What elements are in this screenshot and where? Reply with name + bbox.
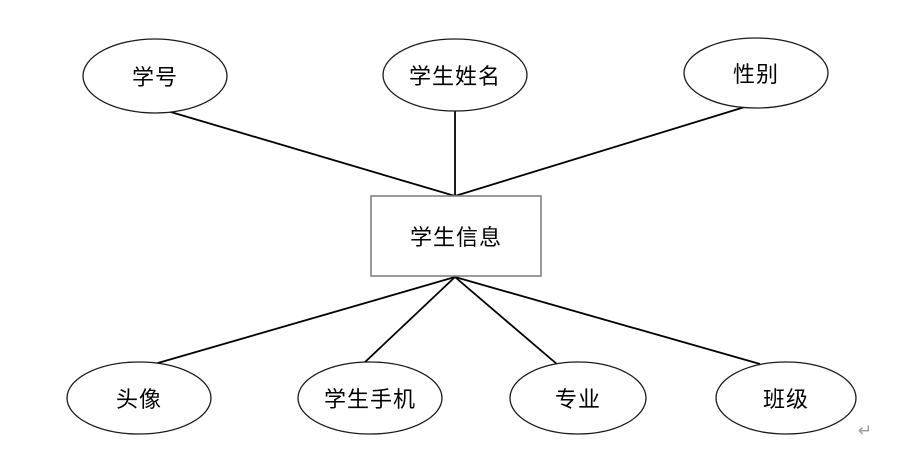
connector-line-xuehao [163, 109, 456, 197]
connector-line-banji [454, 276, 761, 365]
connector-line-zhuanye [454, 276, 559, 366]
attribute-ellipse-xuehao[interactable] [82, 38, 228, 114]
attribute-ellipse-banji[interactable] [715, 361, 857, 435]
entity-rect-xueshengxinxi[interactable] [370, 195, 542, 277]
connector-line-xueshengshouji [363, 276, 456, 364]
connector-group-bottom [150, 276, 761, 366]
connector-group-top [163, 105, 749, 197]
paragraph-return-icon: ↵ [858, 421, 873, 441]
attribute-ellipse-xueshengxingming[interactable] [382, 38, 528, 112]
connector-line-touxiang [150, 276, 456, 366]
attribute-ellipse-xueshengshouji[interactable] [297, 361, 443, 435]
attribute-ellipse-touxiang[interactable] [66, 361, 212, 435]
attribute-ellipse-xingbie[interactable] [683, 37, 829, 109]
attribute-ellipse-zhuanye[interactable] [509, 361, 647, 435]
connector-line-xingbie [454, 105, 749, 197]
